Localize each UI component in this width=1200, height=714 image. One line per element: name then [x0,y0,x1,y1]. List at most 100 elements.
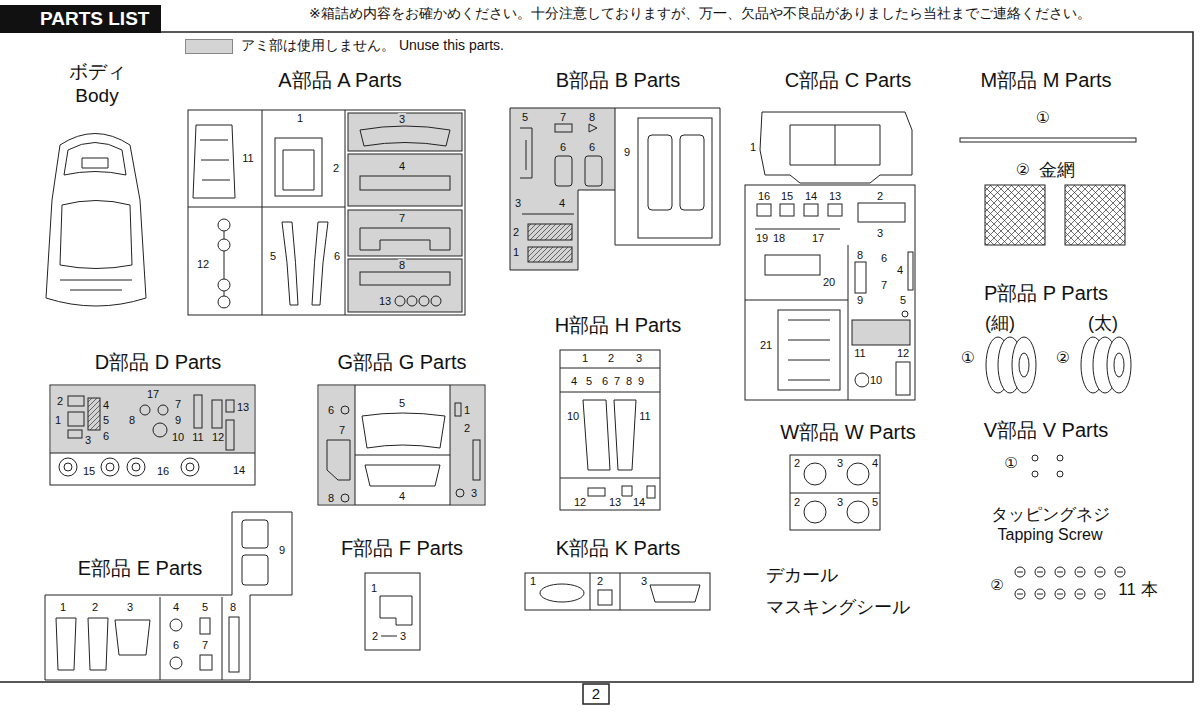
callout-number: 6 [601,375,609,388]
callout-number: 12 [896,347,910,360]
parts-frame: B部品 B Parts [510,108,720,270]
callout-number: 1 [749,141,757,154]
a-sprue-shape [407,296,417,306]
b-sprue-shape [555,156,572,186]
a-sprue-shape [283,150,314,190]
parts-heading: D部品 D Parts [95,351,222,374]
car-body-shape [46,134,146,307]
callout-number: 2 [596,575,604,588]
callout-number: 2 [512,226,520,239]
parts-heading: F部品 F Parts [341,537,463,560]
a-sprue-shape [200,140,230,180]
callout-number: 12 [573,496,587,509]
callout-number: 19 [755,232,769,245]
callout-number: 5 [521,111,529,124]
g-sprue-shape [365,465,440,486]
c-sprue-shape [760,112,912,183]
callout-number: 3 [640,575,648,588]
label-text: タッピングネジ [990,505,1111,525]
w-sprue-shape [804,501,826,523]
c-sprue-shape [855,373,869,387]
d-sprue-shape [50,453,255,454]
c-sprue-shape [778,310,840,390]
d-sprue-shape [212,400,222,428]
c-sprue-shape [804,204,818,216]
callout-number: 1 [581,352,589,365]
callout-number: 8 [327,492,335,505]
tires-shape [1012,337,1036,393]
callout-number: 7 [338,424,346,437]
label-text: ※箱詰め内容をお確かめください。十分注意しておりますが、万一、欠品や不良品があり… [308,5,1092,21]
c-sprue-shape [902,311,908,317]
b-sprue-shape [510,108,720,270]
k-sprue-shape [650,585,700,602]
d-sprue-shape [140,405,150,415]
callout-number: 5 [398,397,406,410]
d-sprue-shape [181,458,199,476]
callout-number: 6 [588,141,596,154]
m-parts-shape [1065,185,1125,245]
callout-number: 12 [196,258,210,271]
screws-shape [1032,471,1038,477]
callout-number: 3 [398,113,406,126]
b-sprue-shape [680,135,704,210]
callout-number: 11 [241,152,254,165]
m-parts-shape [985,185,1045,245]
h-sprue-shape [588,488,605,496]
e-sprue-shape [56,618,76,670]
b-sprue-shape [648,135,672,210]
callout-number: 9 [623,146,631,159]
e-sprue-shape [200,655,212,670]
g-sprue-shape [362,413,445,448]
parts-heading: C部品 C Parts [785,69,912,92]
callout-number: 6 [102,430,110,443]
callout-number: 12 [211,431,225,444]
callout-number: 5 [201,601,209,614]
screws-shape [1057,455,1063,461]
callout-number: 11 [638,410,651,423]
g-sprue-shape [473,440,480,480]
label-text: ② [1015,161,1031,179]
callout-number: 2 [793,496,801,509]
e-sprue-shape [242,520,268,548]
callout-number: 8 [128,414,136,427]
a-sprue-shape [431,296,441,306]
a-sprue-shape [218,219,230,231]
g-sprue-shape [341,494,349,502]
callout-number: 3 [84,434,92,447]
label-text: V部品 V Parts [983,419,1109,442]
label-text: 2 [591,685,601,702]
callout-number: 4 [102,399,110,412]
d-sprue-shape [226,400,234,412]
a-sprue-shape [188,110,345,315]
d-sprue-shape [132,463,140,471]
callout-number: 7 [559,111,567,124]
parts-heading: K部品 K Parts [556,537,680,560]
b-sprue-shape [528,247,572,262]
screws-shape [1032,455,1038,461]
callout-number: 3 [836,496,844,509]
tires [986,337,1131,393]
callout-number: 4 [558,197,566,210]
b-sprue-shape [638,118,712,238]
label-text: M部品 M Parts [979,69,1112,92]
callout-number: 5 [585,375,593,388]
callout-number: 1 [296,112,304,125]
parts-heading: W部品 W Parts [780,421,916,444]
g-sprue-shape [455,403,461,416]
c-sprue-shape [896,362,910,395]
callout-number: 1 [529,575,537,588]
w-sprue-shape [790,455,880,530]
c-sprue-shape [828,204,842,216]
callout-number: 4 [172,601,180,614]
callout-number: 3 [836,457,844,470]
e-sprue [45,512,292,680]
g-sprue-shape [355,385,450,505]
callout-number: 7 [398,212,406,225]
callout-number: 1 [59,601,67,614]
f-sprue [365,573,420,650]
a-sprue-shape [360,176,450,190]
b-sprue-shape [555,124,572,132]
legend-text: アミ部は使用しません。 Unuse this parts. [241,37,504,53]
callout-number: 8 [625,375,633,388]
